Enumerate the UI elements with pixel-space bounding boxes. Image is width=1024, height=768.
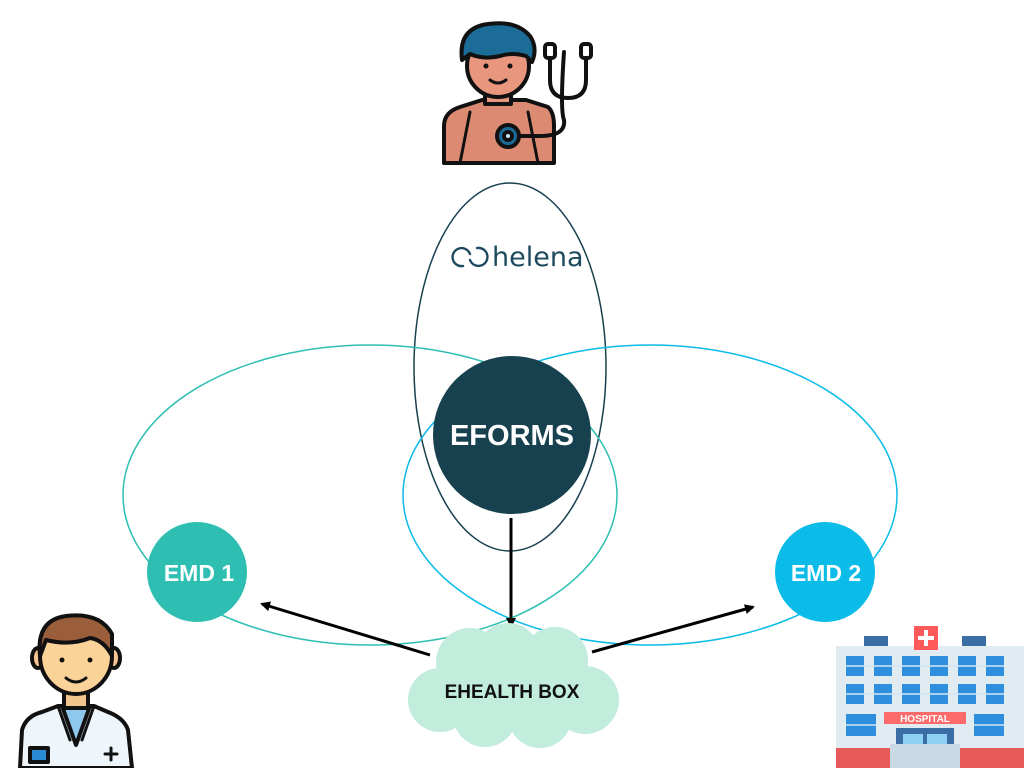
doctor-icon bbox=[18, 613, 134, 768]
eforms-label: EFORMS bbox=[450, 420, 574, 452]
emd1-ellipse bbox=[122, 344, 618, 646]
ehealth-box-label: EHEALTH BOX bbox=[445, 682, 580, 703]
hospital-sign-text: HOSPITAL bbox=[900, 714, 950, 725]
emd1-label: EMD 1 bbox=[164, 560, 235, 586]
emd1-node bbox=[147, 522, 247, 622]
emd2-label: EMD 2 bbox=[791, 560, 861, 586]
helena-wordmark: helena bbox=[492, 242, 584, 273]
eforms-node bbox=[433, 356, 591, 514]
helena-brand: helena bbox=[451, 242, 584, 273]
helena-logo-icon bbox=[451, 246, 489, 268]
arrow-ehealthbox-to-emd1 bbox=[260, 601, 431, 657]
emd2-node bbox=[775, 522, 875, 622]
patient-with-stethoscope-icon bbox=[442, 21, 593, 165]
ehealth-box-cloud bbox=[408, 623, 619, 748]
emd2-ellipse bbox=[402, 344, 898, 646]
arrow-ehealthbox-to-emd2 bbox=[591, 604, 755, 654]
hospital-building-icon: HOSPITAL bbox=[836, 626, 1024, 768]
